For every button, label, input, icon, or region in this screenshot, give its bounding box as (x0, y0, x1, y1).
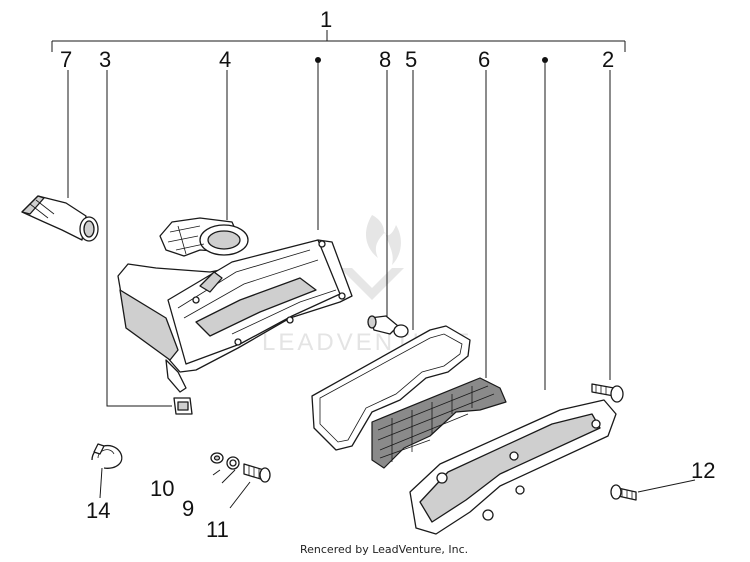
callout-6: 6 (478, 47, 490, 72)
part-11-screw (243, 463, 271, 483)
part-10-washer (210, 452, 224, 464)
callout-12: 12 (691, 458, 715, 483)
callout-4: 4 (219, 47, 231, 72)
part-4-intake-boot (159, 217, 249, 257)
marker-dot (542, 57, 548, 63)
part-8-bushing (367, 315, 409, 338)
callout-2: 2 (602, 47, 614, 72)
callout-14: 14 (86, 498, 110, 523)
callout-5: 5 (405, 47, 417, 72)
part-9-washer (226, 456, 240, 470)
assembly-bracket (51, 30, 626, 52)
part-14-hose-clamp (91, 443, 123, 469)
leader-lines (67, 63, 696, 509)
render-credit: Rencered by LeadVenture, Inc. (300, 543, 468, 556)
watermark-logo (340, 215, 404, 300)
callout-7: 7 (60, 47, 72, 72)
callout-1: 1 (320, 7, 332, 32)
callout-10: 10 (150, 476, 174, 501)
callout-3: 3 (99, 47, 111, 72)
part-3-clip-nut (173, 397, 193, 415)
part-5-gasket (311, 325, 471, 451)
part-2-airbox-cover (409, 399, 617, 535)
callout-8: 8 (379, 47, 391, 72)
part-6-filter-element (371, 377, 507, 469)
part-12-screw (610, 484, 637, 501)
callout-9: 9 (182, 496, 194, 521)
part-7-intake-tube (21, 195, 99, 242)
callout-11: 11 (206, 517, 229, 542)
part-1-airbox-housing (117, 239, 353, 393)
part-2-cover-screw (591, 383, 624, 403)
marker-dot (315, 57, 321, 63)
